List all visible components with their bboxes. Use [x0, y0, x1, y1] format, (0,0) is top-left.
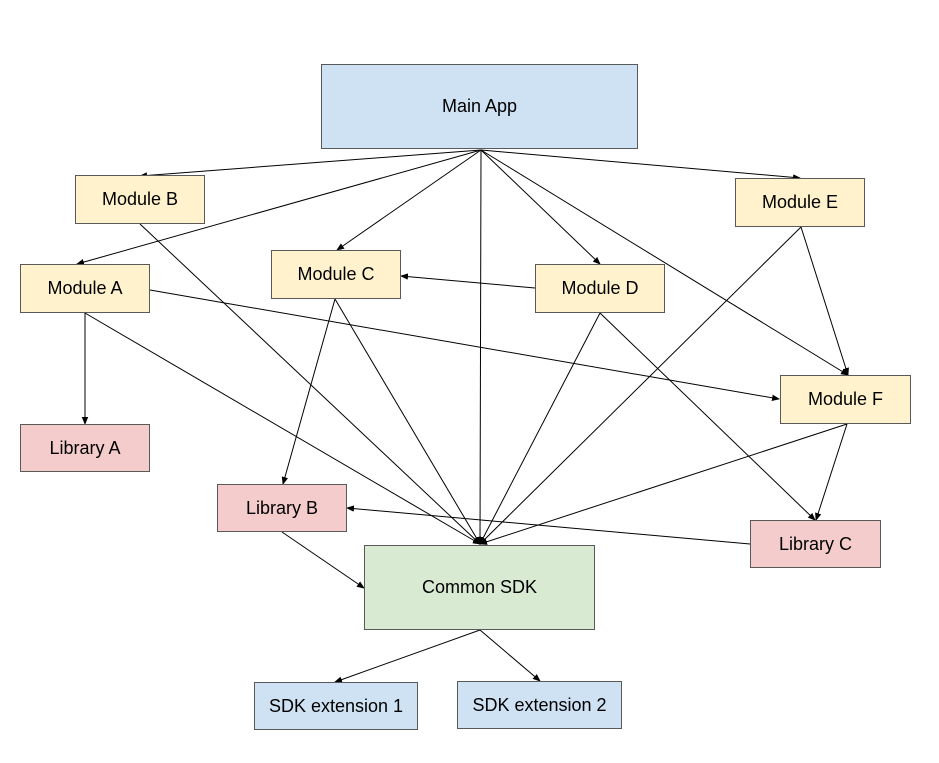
edge-module-d-to-module-c [400, 273, 536, 289]
module-b-node: Module B [75, 175, 205, 224]
module-d-node: Module D [535, 264, 665, 313]
module-a-label: Module A [47, 278, 123, 298]
edge-module-b-to-common-sdk [139, 223, 481, 545]
module-f-node: Module F [780, 375, 911, 424]
edge-module-c-to-library-b [281, 298, 336, 485]
library-b-label: Library B [245, 497, 319, 518]
module-d-label: Module D [561, 278, 639, 298]
module-c-node: Module C [271, 250, 401, 299]
edge-module-f-to-library-c [815, 423, 848, 521]
main-app-label: Main App [441, 96, 518, 116]
edge-library-b-to-common-sdk [281, 531, 365, 589]
edge-main-app-to-module-f [480, 149, 849, 376]
edge-module-c-to-common-sdk [334, 298, 481, 545]
module-c-label: Module C [297, 264, 375, 284]
module-b-label: Module B [101, 189, 179, 209]
edge-module-f-to-common-sdk [479, 423, 848, 545]
library-c-label: Library C [778, 533, 853, 554]
edge-library-c-to-library-b [346, 505, 751, 545]
edge-main-app-to-module-e [480, 149, 801, 181]
edge-module-a-to-common-sdk [84, 312, 481, 545]
common-sdk-label: Common SDK [421, 577, 538, 597]
library-a-label: Library A [49, 437, 121, 458]
module-e-node: Module E [735, 178, 865, 227]
module-e-label: Module E [761, 192, 839, 212]
edge-module-d-to-common-sdk [479, 312, 601, 545]
edge-module-e-to-common-sdk [479, 226, 802, 545]
sdk-extension-2-node: SDK extension 2 [457, 681, 622, 729]
sdk-extension-1-label: SDK extension 1 [268, 695, 404, 716]
library-c-node: Library C [750, 520, 881, 568]
edge-module-a-to-module-f [149, 289, 780, 401]
library-b-node: Library B [217, 484, 347, 532]
edge-common-sdk-to-sdk-ext-1 [334, 629, 481, 683]
edge-module-e-to-module-f [800, 226, 849, 376]
main-app-node: Main App [321, 64, 638, 149]
edge-main-app-to-module-d [480, 149, 601, 265]
sdk-extension-2-label: SDK extension 2 [472, 694, 607, 715]
library-a-node: Library A [20, 424, 150, 472]
edge-main-app-to-module-c [336, 149, 482, 251]
edge-common-sdk-to-sdk-ext-2 [479, 629, 541, 682]
module-f-label: Module F [807, 389, 884, 409]
common-sdk-node: Common SDK [364, 545, 595, 630]
edge-main-app-to-module-b [139, 149, 482, 179]
edge-group [76, 149, 849, 683]
edge-module-d-to-library-c [599, 312, 816, 521]
sdk-extension-1-node: SDK extension 1 [254, 682, 418, 730]
edge-main-app-to-module-a [76, 149, 482, 266]
module-a-node: Module A [20, 264, 150, 313]
